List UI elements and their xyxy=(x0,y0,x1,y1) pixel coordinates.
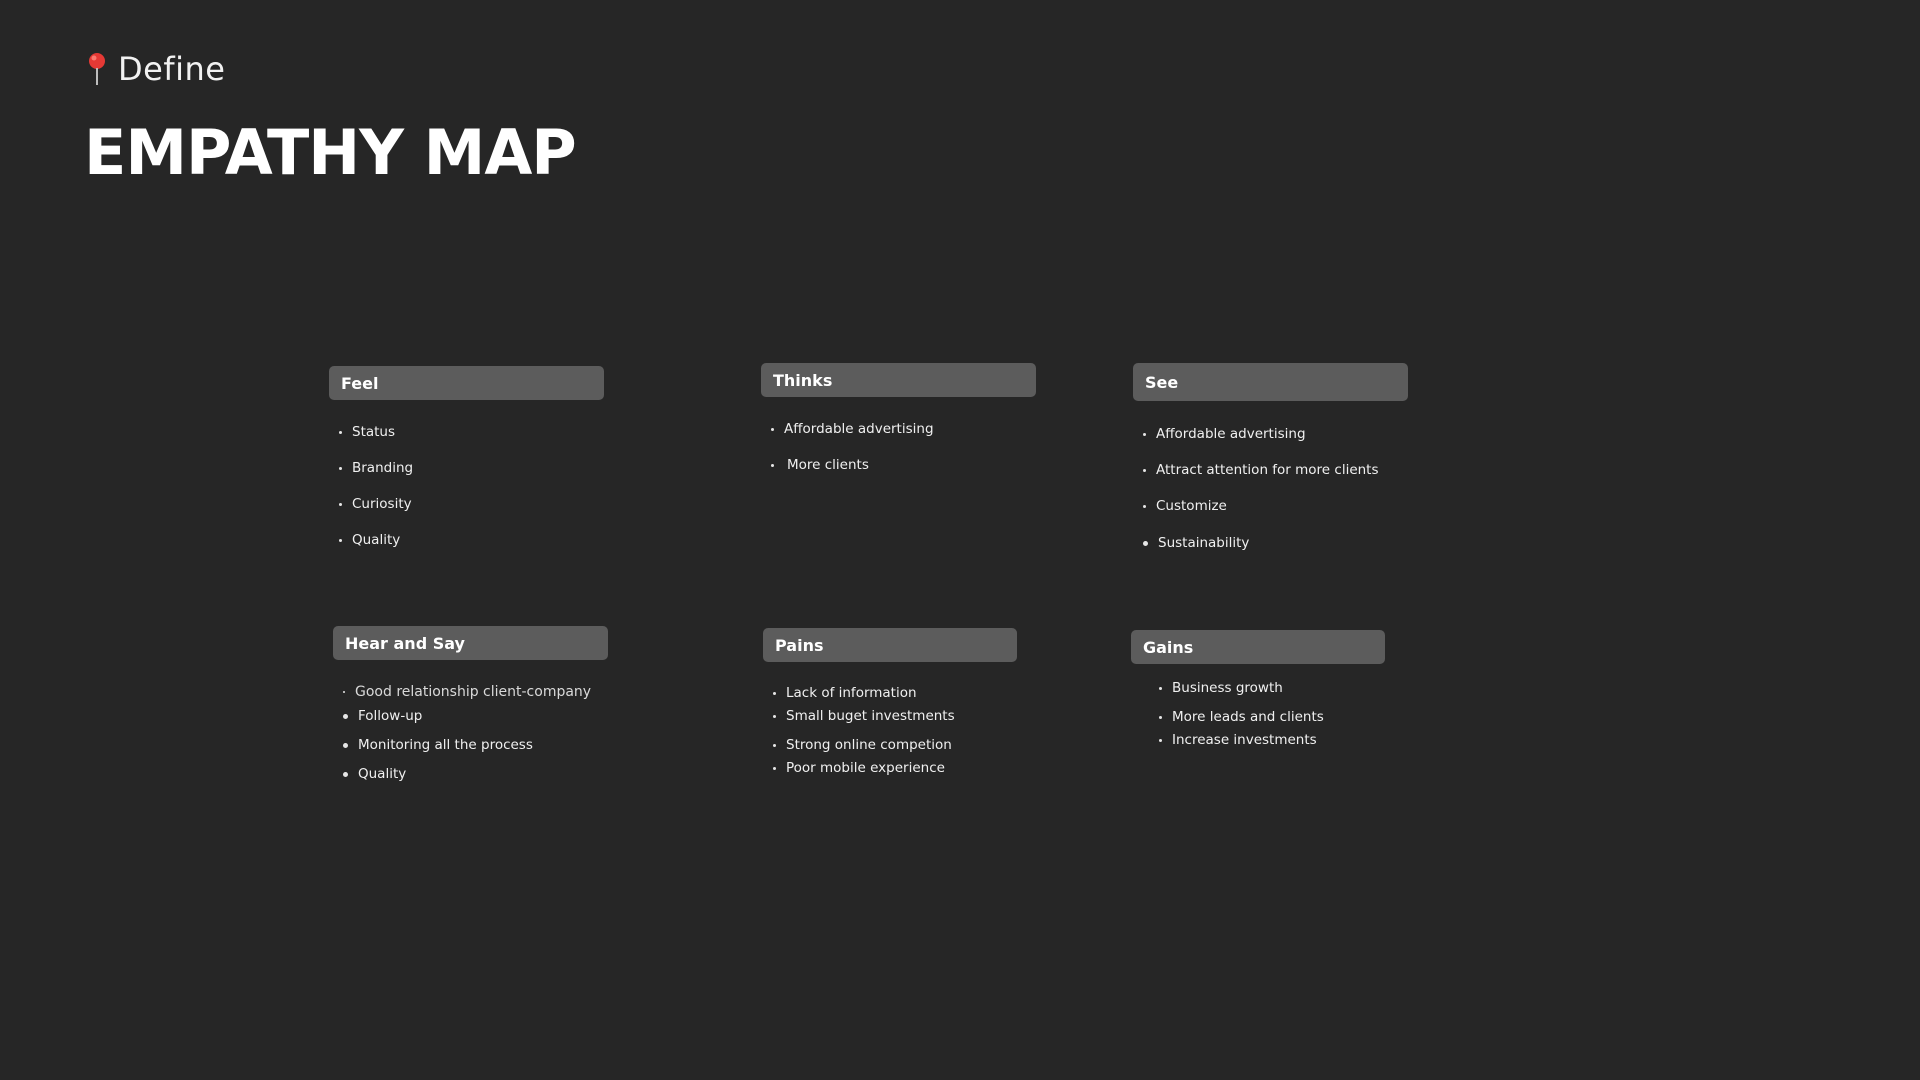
bullet-icon xyxy=(343,771,348,777)
list-item: Quality xyxy=(339,532,400,548)
list-item: Quality xyxy=(343,766,406,782)
section-title: Define xyxy=(118,50,226,88)
list-item: Customize xyxy=(1143,498,1227,514)
list-item: Attract attention for more clients xyxy=(1143,462,1379,478)
card-header-feel: Feel xyxy=(329,366,604,400)
card-header-pains: Pains xyxy=(763,628,1017,662)
list-item: Business growth xyxy=(1159,680,1283,696)
list-item: Sustainability xyxy=(1143,535,1249,551)
card-header-gains: Gains xyxy=(1131,630,1385,664)
card-title: Hear and Say xyxy=(345,633,465,653)
bullet-icon xyxy=(773,766,776,770)
page-title: EMPATHY MAP xyxy=(84,116,577,189)
card-header-hear-and-say: Hear and Say xyxy=(333,626,608,660)
list-item: More leads and clients xyxy=(1159,709,1324,725)
bullet-icon xyxy=(771,463,774,467)
section-label: Define xyxy=(86,50,225,88)
bullet-icon xyxy=(1159,686,1162,690)
bullet-icon xyxy=(1143,504,1146,508)
pushpin-icon xyxy=(89,53,105,85)
list-item: Status xyxy=(339,424,395,440)
card-feel: Feel Status Branding Curiosity Quality xyxy=(329,366,604,566)
list-item: Follow-up xyxy=(343,708,422,724)
bullet-icon xyxy=(339,538,342,542)
card-header-see: See xyxy=(1133,363,1408,401)
list-item: Poor mobile experience xyxy=(773,760,945,776)
bullet-icon xyxy=(339,430,342,434)
list-item: Curiosity xyxy=(339,496,412,512)
list-item: Monitoring all the process xyxy=(343,737,533,753)
card-see: See Affordable advertising Attract atten… xyxy=(1133,363,1408,563)
card-title: Gains xyxy=(1143,637,1194,657)
list-item: Increase investments xyxy=(1159,732,1317,748)
card-gains: Gains Business growth More leads and cli… xyxy=(1131,630,1385,770)
list-item: Good relationship client-company xyxy=(343,684,591,700)
list-item: Affordable advertising xyxy=(1143,426,1306,442)
card-thinks: Thinks Affordable advertising More clien… xyxy=(761,363,1036,483)
bullet-icon xyxy=(773,743,776,747)
list-item: Lack of information xyxy=(773,685,917,701)
bullet-icon xyxy=(1143,432,1146,436)
bullet-icon xyxy=(1159,715,1162,719)
card-hear-and-say: Hear and Say Good relationship client-co… xyxy=(333,626,608,791)
bullet-icon xyxy=(1143,540,1148,546)
list-item: Small buget investments xyxy=(773,708,955,724)
bullet-icon xyxy=(1143,468,1146,472)
list-item: More clients xyxy=(771,457,869,473)
card-title: Pains xyxy=(775,635,824,655)
bullet-icon xyxy=(771,427,774,431)
card-title: See xyxy=(1145,372,1179,392)
bullet-icon xyxy=(343,742,348,748)
bullet-icon xyxy=(1159,738,1162,742)
bullet-icon xyxy=(339,502,342,506)
card-title: Feel xyxy=(341,373,379,393)
card-title: Thinks xyxy=(773,370,833,390)
list-item: Strong online competion xyxy=(773,737,952,753)
bullet-icon xyxy=(343,691,345,693)
list-item: Branding xyxy=(339,460,413,476)
card-header-thinks: Thinks xyxy=(761,363,1036,397)
bullet-icon xyxy=(339,466,342,470)
bullet-icon xyxy=(773,714,776,718)
bullet-icon xyxy=(773,691,776,695)
bullet-icon xyxy=(343,713,348,719)
list-item: Affordable advertising xyxy=(771,421,934,437)
card-pains: Pains Lack of information Small buget in… xyxy=(763,628,1017,793)
